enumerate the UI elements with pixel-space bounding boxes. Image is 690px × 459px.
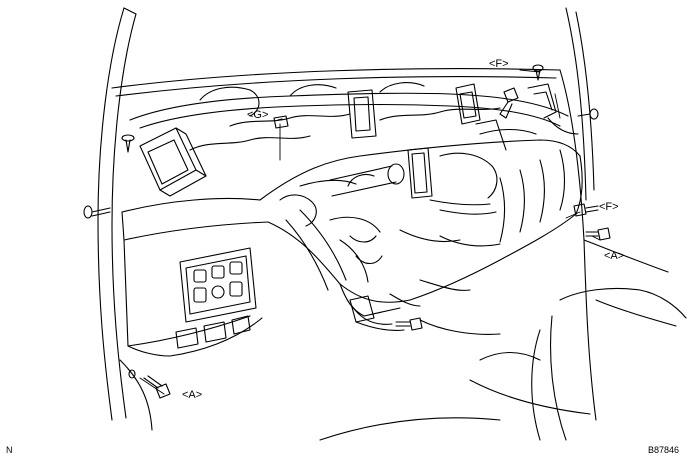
steering-column [279,163,405,291]
fasteners [83,64,611,399]
callout-a-right: <A> [604,250,625,262]
bolt-icon [499,87,519,119]
upper-right-bracket [527,83,579,135]
callout-g: <G> [247,109,269,121]
vehicle-body-outline [97,7,687,441]
center-structure [407,119,537,215]
callout-f-right: <F> [599,201,619,213]
clip-icon [83,205,111,219]
leader-lines [139,69,601,395]
clip-icon [128,369,136,379]
bolt-icon [143,375,171,399]
lower-center-bracket [349,293,421,332]
clip-icon [577,108,599,120]
bolt-icon [585,227,611,241]
bolt-icon [395,317,423,331]
left-air-outlet [139,127,207,197]
clip-icon [121,134,135,153]
bolt-icon [273,115,289,129]
callout-f-top: <F> [489,58,509,70]
figure-code: B87846 [648,445,680,455]
callout-a-bottom: <A> [182,389,203,401]
corner-letter: N [6,445,13,455]
switch-panel [175,247,257,349]
bolt-icon [573,203,599,217]
clip-icon [532,64,544,81]
